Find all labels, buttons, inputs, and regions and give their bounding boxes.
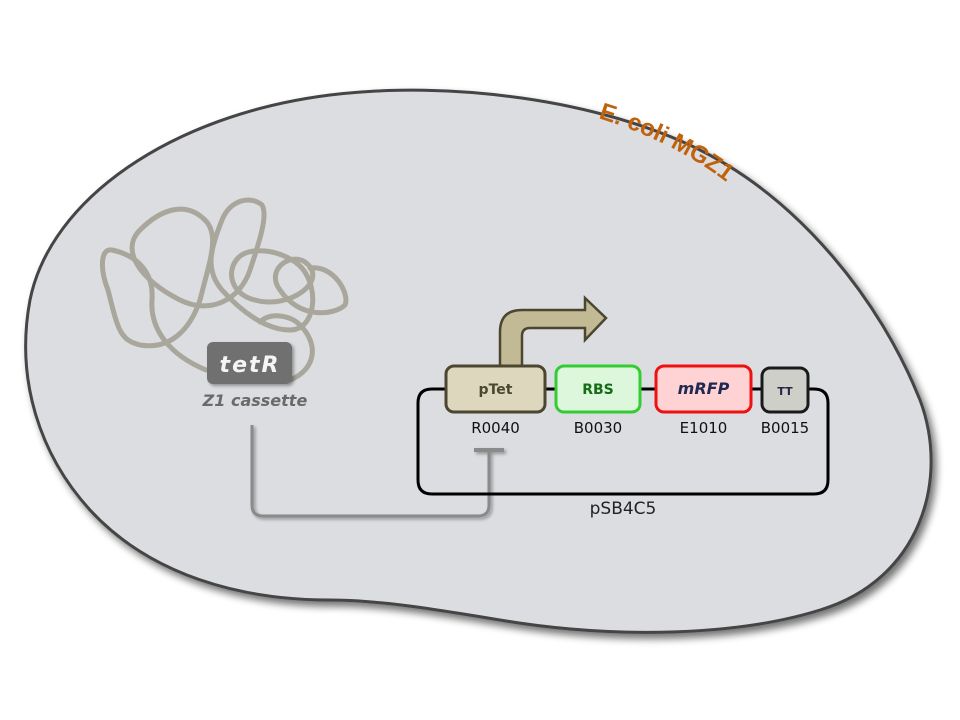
repression-arrow [250,425,504,518]
cassette-label: Z1 cassette [202,391,308,410]
part-mrfp: mRFP E1010 [654,364,753,437]
promoter-arrow-icon [498,295,608,368]
chromosome-dna [100,197,349,383]
part-label-ptet: pTet [479,382,513,398]
part-rbs: RBS B0030 [554,364,642,437]
part-label-tt: TT [777,385,793,398]
part-box-rbs [554,364,642,414]
tetr-gene-label: tetR [220,353,281,378]
part-id-ptet: R0040 [471,419,520,437]
plasmid-backbone [416,387,830,496]
part-tt: TT B0015 [760,366,810,437]
plasmid-name: pSB4C5 [590,499,657,519]
part-box-tt [760,366,810,414]
part-label-rbs: RBS [582,382,614,398]
cell-membrane [24,88,933,634]
part-id-mrfp: E1010 [680,419,728,437]
part-box-ptet [444,364,547,414]
part-id-rbs: B0030 [574,419,622,437]
part-id-tt: B0015 [761,419,809,437]
part-label-mrfp: mRFP [678,379,730,398]
tetr-gene [207,342,292,384]
part-box-mrfp [654,364,753,414]
